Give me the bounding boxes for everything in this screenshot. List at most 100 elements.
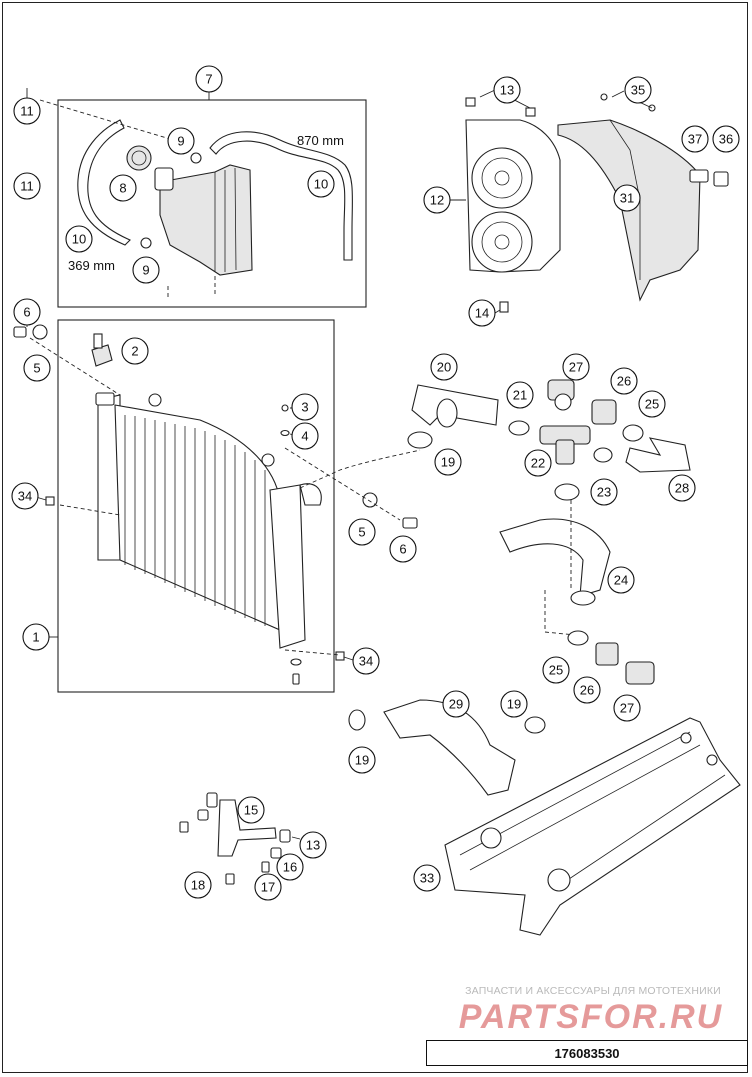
watermark-brand: PARTSFOR.RU — [458, 998, 724, 1036]
svg-text:21: 21 — [513, 388, 527, 403]
svg-text:13: 13 — [500, 83, 514, 98]
radiator-group-box — [57, 319, 335, 693]
callout-11-top: 11 — [13, 97, 41, 125]
svg-text:2: 2 — [131, 344, 138, 359]
svg-text:19: 19 — [441, 455, 455, 470]
callout-5-left: 5 — [23, 354, 51, 382]
callout-21: 21 — [506, 381, 534, 409]
svg-text:23: 23 — [597, 485, 611, 500]
radiator — [13, 324, 421, 685]
callout-2: 2 — [121, 337, 149, 365]
hose-short-length: 369 mm — [68, 258, 115, 273]
watermark-caption: ЗАПЧАСТИ И АКСЕССУАРЫ ДЛЯ МОТОТЕХНИКИ — [465, 985, 721, 997]
svg-text:37: 37 — [688, 132, 702, 147]
callout-34-left: 34 — [11, 482, 39, 510]
bracket-group — [179, 792, 291, 885]
fan-assembly — [465, 97, 561, 313]
callout-25-lower: 25 — [542, 656, 570, 684]
svg-text:25: 25 — [549, 663, 563, 678]
svg-text:13: 13 — [306, 838, 320, 853]
svg-text:5: 5 — [358, 525, 365, 540]
svg-text:18: 18 — [191, 878, 205, 893]
svg-text:10: 10 — [314, 177, 328, 192]
callout-12: 12 — [423, 186, 451, 214]
svg-text:20: 20 — [437, 360, 451, 375]
callout-17: 17 — [254, 873, 282, 901]
svg-text:22: 22 — [531, 456, 545, 471]
callout-29: 29 — [442, 690, 470, 718]
svg-text:12: 12 — [430, 193, 444, 208]
svg-text:5: 5 — [33, 361, 40, 376]
svg-text:14: 14 — [475, 306, 489, 321]
callout-9-lower: 9 — [132, 256, 160, 284]
callout-19-upper: 19 — [434, 448, 462, 476]
callout-36: 36 — [712, 125, 740, 153]
svg-text:7: 7 — [205, 72, 212, 87]
hoses-thermostat-group — [407, 379, 691, 685]
expansion-tank-assembly — [39, 99, 353, 300]
svg-text:17: 17 — [261, 880, 275, 895]
callout-1: 1 — [22, 623, 50, 651]
callout-23: 23 — [590, 478, 618, 506]
svg-text:16: 16 — [283, 860, 297, 875]
svg-text:36: 36 — [719, 132, 733, 147]
svg-text:34: 34 — [18, 489, 32, 504]
svg-text:19: 19 — [355, 753, 369, 768]
svg-text:26: 26 — [580, 683, 594, 698]
callout-20: 20 — [430, 353, 458, 381]
callout-27-top: 27 — [562, 353, 590, 381]
svg-text:27: 27 — [569, 360, 583, 375]
svg-text:9: 9 — [142, 263, 149, 278]
callout-25-top: 25 — [638, 390, 666, 418]
svg-text:26: 26 — [617, 374, 631, 389]
callout-9-top: 9 — [167, 127, 195, 155]
expansion-tank-group-box — [57, 99, 367, 308]
callout-31: 31 — [613, 184, 641, 212]
svg-text:34: 34 — [359, 654, 373, 669]
radiator-cover — [444, 717, 741, 936]
svg-text:4: 4 — [301, 429, 308, 444]
callout-10-right: 10 — [307, 170, 335, 198]
svg-text:35: 35 — [631, 83, 645, 98]
hose-long-length: 870 mm — [297, 133, 344, 148]
callout-27-lower: 27 — [613, 694, 641, 722]
svg-text:10: 10 — [72, 232, 86, 247]
svg-text:8: 8 — [119, 181, 126, 196]
svg-text:9: 9 — [177, 134, 184, 149]
callout-33: 33 — [413, 864, 441, 892]
callout-4: 4 — [291, 422, 319, 450]
svg-text:1: 1 — [32, 630, 39, 645]
callout-18: 18 — [184, 871, 212, 899]
svg-text:27: 27 — [620, 701, 634, 716]
callout-26-lower: 26 — [573, 676, 601, 704]
callout-34-right: 34 — [352, 647, 380, 675]
svg-text:6: 6 — [23, 305, 30, 320]
callout-10-left: 10 — [65, 225, 93, 253]
svg-text:33: 33 — [420, 871, 434, 886]
callout-7: 7 — [195, 65, 223, 93]
svg-text:19: 19 — [507, 697, 521, 712]
callout-16: 16 — [276, 853, 304, 881]
svg-text:15: 15 — [244, 803, 258, 818]
svg-text:11: 11 — [20, 179, 34, 194]
callout-15: 15 — [237, 796, 265, 824]
svg-text:11: 11 — [20, 104, 34, 119]
callout-35: 35 — [624, 76, 652, 104]
callout-13-lower: 13 — [299, 831, 327, 859]
callout-37: 37 — [681, 125, 709, 153]
callout-19-right: 19 — [500, 690, 528, 718]
callout-14: 14 — [468, 299, 496, 327]
callout-11-lower: 11 — [13, 172, 41, 200]
svg-text:25: 25 — [645, 397, 659, 412]
fan-shroud — [557, 93, 729, 302]
lower-hose-group — [348, 699, 546, 796]
callout-6-right: 6 — [389, 535, 417, 563]
callout-6-left: 6 — [13, 298, 41, 326]
callout-3: 3 — [291, 393, 319, 421]
callout-24: 24 — [607, 566, 635, 594]
svg-text:3: 3 — [301, 400, 308, 415]
callout-13-top: 13 — [493, 76, 521, 104]
callout-19-left: 19 — [348, 746, 376, 774]
